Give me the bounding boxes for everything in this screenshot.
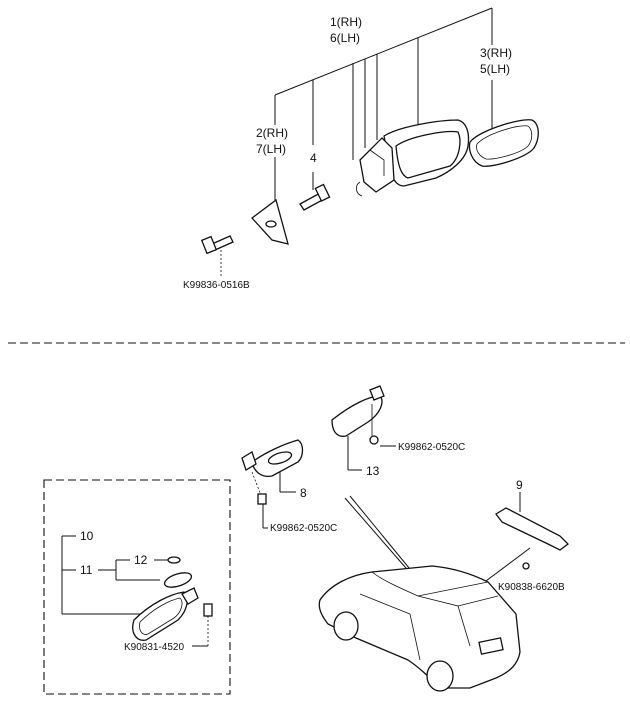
corner-cover [251,198,289,245]
screw-inner-mirror [203,603,213,617]
screw-mirror-mount [200,235,234,255]
callout-11: 11 [80,563,93,577]
bracket-9 [495,507,569,570]
part-number-k99836: K99836-0516B [183,280,250,291]
interior-section: 13 K99862-0520C 8 K99862-0520C 9 K90838-… [43,385,569,695]
sun-visor-8 [241,439,304,499]
part-number-bracket-9-screw: K90838-6620B [498,582,565,593]
part-number-k90831: K90831-4520 [124,642,184,653]
mount-cover-11 [163,572,193,588]
pad-12 [167,556,181,564]
screw-4 [299,183,331,211]
part-number-visor-8-screw: K99862-0520C [270,523,337,534]
callout-2-rh: 2(RH) [256,126,288,140]
outside-mirror-assembly [356,119,470,197]
part-number-visor-13-screw: K99862-0520C [398,442,465,453]
leader-lines-top [220,7,493,278]
callout-6-lh: 6(LH) [330,31,360,45]
callout-5-lh: 5(LH) [480,62,510,76]
callout-12: 12 [134,553,148,567]
inside-mirror-inset [43,479,231,695]
callout-4: 4 [310,151,317,165]
vehicle-hatchback [318,565,521,692]
inside-rearview-mirror [132,587,199,641]
callout-9: 9 [516,478,523,492]
sun-visor-13 [331,385,385,445]
callout-7-lh: 7(LH) [256,142,286,156]
callout-1-rh: 1(RH) [330,15,362,29]
screw-visor-8 [257,493,267,505]
callout-3-rh: 3(RH) [480,46,512,60]
callout-10: 10 [80,529,94,543]
outside-mirror-section: 1(RH) 6(LH) 3(RH) 5(LH) 2(RH) 7(LH) 4 [183,7,539,291]
callout-8: 8 [300,486,307,500]
mirror-glass [468,119,539,167]
callout-13: 13 [366,464,380,478]
